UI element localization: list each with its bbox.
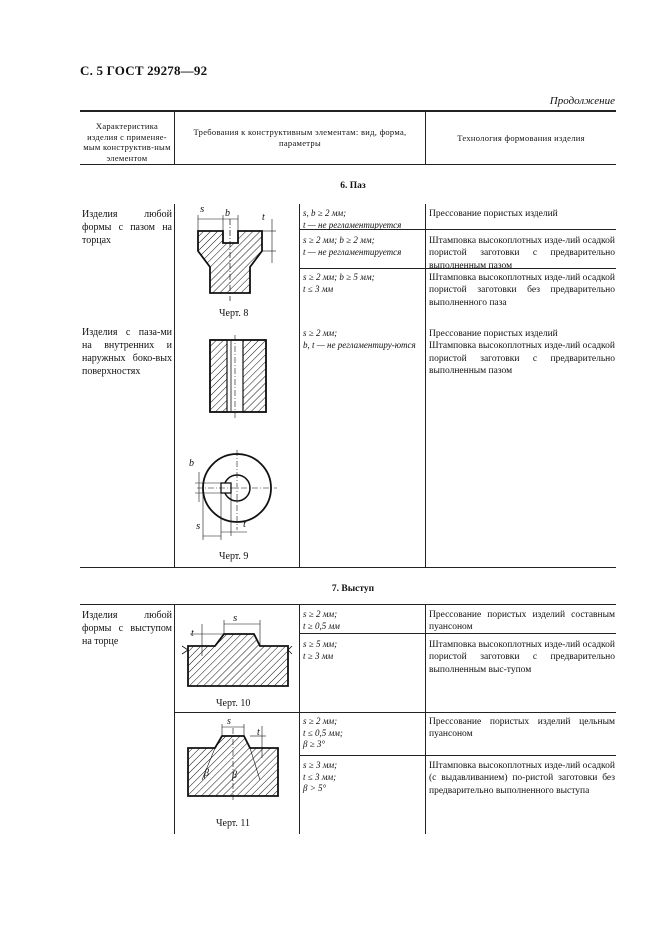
s6-r3-params: s ≥ 2 мм; b ≥ 5 мм; t ≤ 3 мм <box>303 272 423 295</box>
param-line: β ≥ 3° <box>303 739 326 750</box>
figure-11-drawing <box>187 724 279 800</box>
fig10-s-label: s <box>233 612 238 624</box>
s6-g1-characteristic: Изделия любой формы с пазом на торцах <box>82 209 172 246</box>
param-line: t ≥ 3 мм <box>303 650 334 661</box>
technology-line: Штамповка высокоплотных изде-лий осадкой… <box>429 341 615 377</box>
s7-row-rule-3 <box>299 755 616 756</box>
param-line: s ≥ 2 мм; <box>303 716 338 726</box>
section-6-title: 6. Паз <box>340 181 366 191</box>
param-line: s ≥ 2 мм; b ≥ 2 мм; <box>303 235 375 245</box>
s6-bottom-rule <box>80 567 616 568</box>
param-line: t — не регламентируется <box>303 219 402 230</box>
param-line: b, t — не регламентиру-ются <box>303 339 416 350</box>
s7-characteristic: Изделия любой формы с выступом на торце <box>82 610 172 647</box>
fig8-t-label: t <box>262 212 265 223</box>
technology-line: Прессование пористых изделий <box>429 329 558 339</box>
s6-r1-technology: Прессование пористых изделий <box>429 209 558 219</box>
s6-g2-characteristic: Изделия с паза-ми на внутренних и наружн… <box>82 327 172 377</box>
param-line: t ≥ 0,5 мм <box>303 620 340 631</box>
fig11-beta-left-label: β <box>204 768 209 779</box>
fig9-b-label: b <box>189 458 194 469</box>
fig11-t-label: t <box>257 727 260 738</box>
figure-9-plan-drawing <box>195 450 277 540</box>
figure-11-caption: Черт. 11 <box>216 818 251 829</box>
param-line: s ≥ 2 мм; <box>303 328 338 338</box>
s6-g2-params: s ≥ 2 мм; b, t — не регламентиру-ются <box>303 328 423 351</box>
s7-row-rule-1 <box>299 633 616 634</box>
continuation-label: Продолжение <box>549 95 615 107</box>
figure-8-caption: Черт. 8 <box>219 308 249 319</box>
param-line: t ≤ 3 мм <box>303 283 334 294</box>
s7-divider-3 <box>425 604 426 834</box>
s6-divider-1 <box>174 204 175 567</box>
fig11-beta-right-label: β <box>232 770 237 781</box>
param-line: s ≥ 3 мм; <box>303 760 338 770</box>
figure-10-caption: Черт. 10 <box>216 698 251 709</box>
page-title: С. 5 ГОСТ 29278—92 <box>80 63 208 78</box>
header-divider-2 <box>425 110 426 164</box>
fig9-t-label: t <box>243 518 247 530</box>
figure-8-drawing <box>197 215 276 301</box>
fig11-s-label: s <box>227 716 231 727</box>
param-line: s ≥ 2 мм; <box>303 609 338 619</box>
fig10-t-label: t <box>191 628 194 639</box>
s6-divider-3 <box>425 204 426 567</box>
header-divider-1 <box>174 110 175 164</box>
s7-row-rule-2 <box>174 712 616 713</box>
table-top-rule <box>80 110 616 112</box>
fig8-b-label: b <box>225 208 230 219</box>
param-line: s ≥ 5 мм; <box>303 639 338 649</box>
s7-r4-params: s ≥ 3 мм; t ≤ 3 мм; β > 5° <box>303 760 423 795</box>
figure-9-caption: Черт. 9 <box>219 551 249 562</box>
s7-r4-technology: Штамповка высокоплотных изде-лий осадкой… <box>429 761 615 796</box>
figure-10-drawing <box>181 620 293 687</box>
s7-top-rule <box>80 604 616 605</box>
s6-r3-technology: Штамповка высокоплотных изде-лий осадкой… <box>429 273 615 308</box>
param-line: t ≤ 3 мм; <box>303 771 337 782</box>
s7-r1-technology: Прессование пористых изделий составным п… <box>429 610 615 633</box>
s7-r3-params: s ≥ 2 мм; t ≤ 0,5 мм; β ≥ 3° <box>303 716 423 751</box>
table-header-rule <box>80 164 616 165</box>
s7-r3-technology: Прессование пористых изделий цельным пуа… <box>429 717 615 740</box>
header-col-technology: Технология формования изделия <box>457 133 585 143</box>
figure-9-section-drawing <box>209 335 267 419</box>
s6-row-rule-2 <box>299 268 616 269</box>
s6-row-rule-1 <box>299 229 616 230</box>
s7-r1-params: s ≥ 2 мм; t ≥ 0,5 мм <box>303 609 423 632</box>
s7-r2-params: s ≥ 5 мм; t ≥ 3 мм <box>303 639 423 662</box>
s7-divider-2 <box>299 604 300 834</box>
param-line: s ≥ 2 мм; b ≥ 5 мм; <box>303 272 375 282</box>
fig9-s-label: s <box>196 520 201 532</box>
s7-divider-1 <box>174 604 175 834</box>
header-col-requirements: Требования к конструктивным элементам: в… <box>193 127 407 148</box>
s6-r2-params: s ≥ 2 мм; b ≥ 2 мм; t — не регламентируе… <box>303 235 423 258</box>
param-line: t ≤ 0,5 мм; <box>303 727 343 738</box>
s6-g2-technology: Прессование пористых изделий Штамповка в… <box>429 328 615 377</box>
param-line: t — не регламентируется <box>303 246 402 257</box>
s7-r2-technology: Штамповка высокоплотных изде-лий осадкой… <box>429 640 615 675</box>
s6-r2-technology: Штамповка высокоплотных изде-лий осадкой… <box>429 236 615 271</box>
section-7-title: 7. Выступ <box>331 584 375 594</box>
param-line: β > 5° <box>303 783 327 794</box>
s6-r1-params: s, b ≥ 2 мм; t — не регламентируется <box>303 208 423 231</box>
header-col-characteristic: Характеристика изделия с применяе-мым ко… <box>83 121 171 163</box>
fig8-s-label: s <box>200 203 205 215</box>
s6-divider-2 <box>299 204 300 567</box>
param-line: s, b ≥ 2 мм; <box>303 208 347 218</box>
